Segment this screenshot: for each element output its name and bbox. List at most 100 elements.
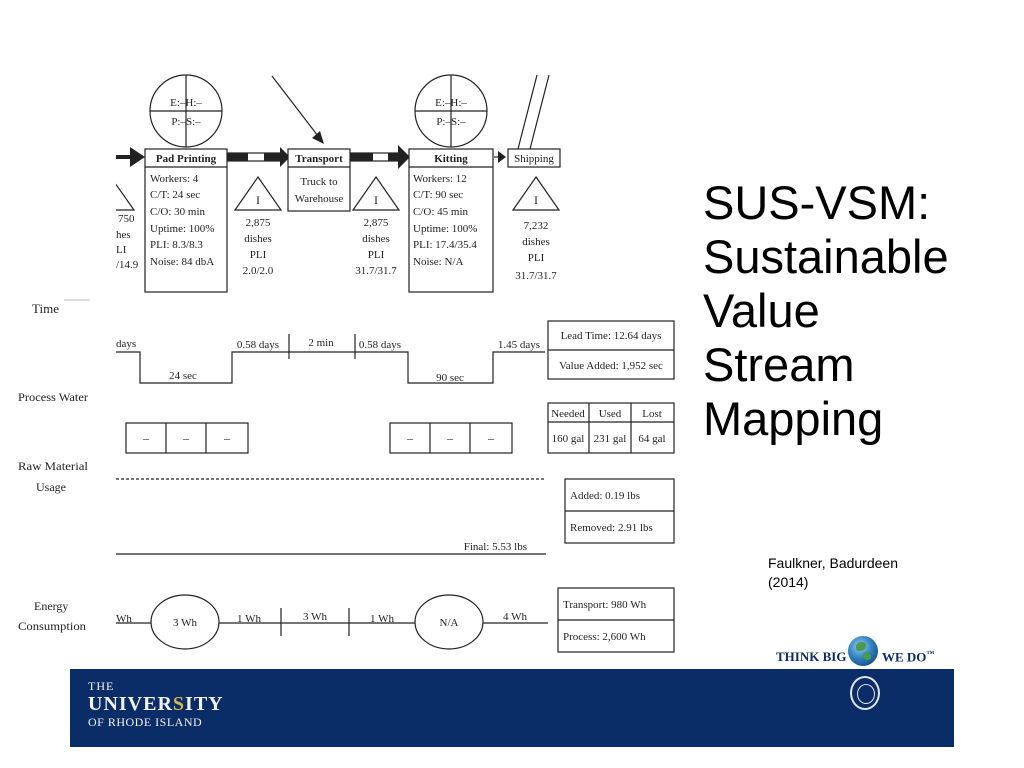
water-dash-2: – xyxy=(182,431,190,445)
lead-time-box xyxy=(547,320,675,380)
energy-wh-1: 1 Wh xyxy=(237,613,261,625)
process-box-kitting xyxy=(408,148,494,293)
inventory-1-line-3: PLI xyxy=(250,249,267,261)
material-removed-text: Removed: 2.91 lbs xyxy=(570,522,653,534)
worker-left-bottom: P:–S:– xyxy=(171,116,201,128)
uri-logo-s: S xyxy=(172,693,186,715)
time-min-transport: 2 min xyxy=(308,337,334,349)
globe-icon xyxy=(848,636,878,666)
inventory-1-symbol: I xyxy=(256,193,260,207)
material-final-text: Final: 5.53 lbs xyxy=(464,541,527,553)
process-title-pad-printing: Pad Printing xyxy=(156,153,217,165)
slide-title-line-2: Sustainable xyxy=(703,230,949,283)
slide-title-line-3: Value xyxy=(703,284,820,337)
process-title-transport: Transport xyxy=(295,153,343,165)
inventory-left-line-2: hes xyxy=(116,229,131,241)
uri-logo: THE UNIVERSITY OF RHODE ISLAND xyxy=(88,679,224,729)
lead-time-text: Lead Time: 12.64 days xyxy=(561,330,662,342)
push-arrow-1-icon xyxy=(227,147,290,167)
pad-printing-line-3: C/O: 30 min xyxy=(150,206,206,218)
think-big-we-do-logo: THINK BIG WE DO™ xyxy=(776,645,956,669)
time-days-left: days xyxy=(116,338,136,350)
row-label-usage: Usage xyxy=(36,480,66,494)
kitting-line-3: C/O: 45 min xyxy=(413,206,469,218)
citation-line-2: (2014) xyxy=(768,574,809,590)
inventory-2-line-2: dishes xyxy=(362,233,390,245)
energy-process-text: Process: 2,600 Wh xyxy=(563,631,646,643)
process-title-kitting: Kitting xyxy=(434,153,468,165)
slide-title-line-1: SUS-VSM: xyxy=(703,176,931,229)
water-dash-4: – xyxy=(406,431,414,445)
time-days-mid-1: 0.58 days xyxy=(237,339,279,351)
energy-circle-pad-printing xyxy=(150,594,220,650)
energy-circle-2-text: N/A xyxy=(440,617,459,629)
energy-wh-left: Wh xyxy=(116,613,132,625)
inventory-left-line-1: 750 xyxy=(118,213,135,225)
row-label-consumption: Consumption xyxy=(18,619,86,633)
kitting-line-6: Noise: N/A xyxy=(413,256,463,268)
water-value-needed: 160 gal xyxy=(552,433,585,445)
time-days-mid-2: 0.58 days xyxy=(359,339,401,351)
energy-wh-2: 1 Wh xyxy=(370,613,394,625)
energy-wh-3: 4 Wh xyxy=(503,611,527,623)
water-header-used: Used xyxy=(599,408,622,420)
sus-vsm-diagram: Time Process Water Raw Material Usage En… xyxy=(18,74,675,653)
citation: Faulkner, Badurdeen (2014) xyxy=(768,554,948,592)
inventory-left-line-3: LI xyxy=(116,244,127,256)
pad-printing-line-2: C/T: 24 sec xyxy=(150,189,200,201)
tagline-we-do: WE DO™ xyxy=(882,649,934,665)
kitting-line-4: Uptime: 100% xyxy=(413,223,477,235)
energy-circle-kitting xyxy=(414,594,484,650)
row-label-energy: Energy xyxy=(34,599,68,613)
inventory-3-line-1: 7,232 xyxy=(524,220,549,232)
water-dash-6: – xyxy=(487,431,495,445)
kitting-line-5: PLI: 17.4/35.4 xyxy=(413,239,477,251)
slide-title-line-4: Stream xyxy=(703,338,855,391)
transport-line-2: Warehouse xyxy=(295,193,344,205)
uri-logo-univer: UNIVER xyxy=(88,693,173,715)
value-added-text: Value Added: 1,952 sec xyxy=(559,360,663,372)
footer-bar: THE UNIVERSITY OF RHODE ISLAND xyxy=(70,669,954,747)
slide-title: SUS-VSM: Sustainable Value Stream Mappin… xyxy=(703,176,1013,446)
inventory-2-line-1: 2,875 xyxy=(364,217,389,229)
water-header-lost: Lost xyxy=(642,408,662,420)
inventory-1-line-1: 2,875 xyxy=(246,217,271,229)
inventory-3-line-3: PLI xyxy=(528,252,545,264)
time-sec-pad-printing: 24 sec xyxy=(169,370,197,382)
uri-logo-ity: ITY xyxy=(185,693,224,715)
citation-line-1: Faulkner, Badurdeen xyxy=(768,555,898,571)
inventory-triangle-left-icon xyxy=(116,183,136,211)
left-push-arrow-icon xyxy=(116,147,145,167)
inventory-1-line-2: dishes xyxy=(244,233,272,245)
worker-icon-right xyxy=(414,74,488,148)
process-box-shipping xyxy=(507,148,561,168)
inventory-3-line-2: dishes xyxy=(522,236,550,248)
inventory-triangle-3-icon xyxy=(511,175,561,211)
pad-printing-line-5: PLI: 8.3/8.3 xyxy=(150,239,203,251)
inventory-2-line-3: PLI xyxy=(368,249,385,261)
worker-right-top: E:–H:– xyxy=(435,97,467,109)
tagline-trademark: ™ xyxy=(926,649,935,658)
inventory-triangle-2-icon xyxy=(351,175,401,211)
timeline-ladder xyxy=(116,334,545,384)
water-box-kitting xyxy=(389,422,513,454)
inventory-3-symbol: I xyxy=(534,193,538,207)
tagline-we-do-text: WE DO xyxy=(882,649,927,665)
process-title-shipping: Shipping xyxy=(514,153,554,165)
uri-logo-the: THE xyxy=(88,679,115,693)
row-labels: Time Process Water Raw Material Usage En… xyxy=(18,299,90,633)
water-box-pad-printing xyxy=(125,422,249,454)
uri-logo-university: UNIVERSITY xyxy=(88,693,224,715)
row-label-time: Time xyxy=(32,301,59,316)
water-value-lost: 64 gal xyxy=(638,433,665,445)
process-box-pad-printing xyxy=(144,148,228,293)
water-value-used: 231 gal xyxy=(594,433,627,445)
inventory-1-line-4: 2.0/2.0 xyxy=(243,265,274,277)
process-box-transport xyxy=(287,148,351,212)
university-seal-icon xyxy=(850,676,880,710)
energy-circle-1-text: 3 Wh xyxy=(173,617,197,629)
row-label-process-water: Process Water xyxy=(18,390,88,404)
push-arrow-2-icon xyxy=(350,145,410,169)
time-days-right: 1.45 days xyxy=(498,339,540,351)
row-label-raw-material: Raw Material xyxy=(18,459,89,473)
